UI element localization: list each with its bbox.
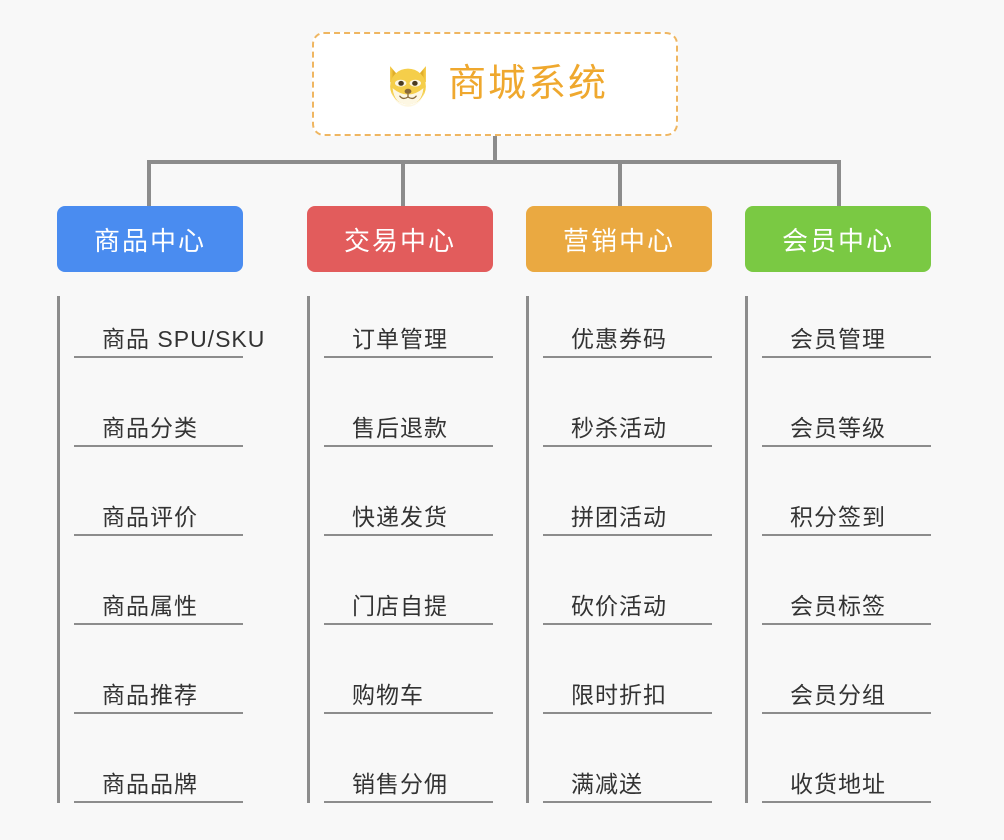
leaf-label: 订单管理: [352, 326, 448, 352]
connector-drop-3: [837, 160, 841, 206]
list-item[interactable]: 拼团活动: [543, 447, 712, 536]
leaf-label: 购物车: [352, 682, 424, 708]
shiba-dog-face-icon: [382, 58, 434, 110]
leaf-label: 商品推荐: [102, 682, 198, 708]
category-column-product: 商品中心 商品 SPU/SKU 商品分类 商品评价 商品属性 商品推荐 商品品牌: [57, 206, 264, 803]
root-node[interactable]: 商城系统: [312, 32, 678, 136]
list-item[interactable]: 会员管理: [762, 296, 931, 358]
category-header-label: 营销中心: [562, 225, 675, 256]
connector-drop-2: [618, 160, 622, 206]
list-item[interactable]: 会员分组: [762, 625, 931, 714]
leaf-label: 商品 SPU/SKU: [102, 326, 266, 352]
leaf-label: 积分签到: [790, 504, 886, 530]
list-item[interactable]: 满减送: [543, 714, 712, 803]
list-item[interactable]: 积分签到: [762, 447, 931, 536]
leaf-label: 会员标签: [790, 593, 886, 619]
list-item[interactable]: 砍价活动: [543, 536, 712, 625]
list-item[interactable]: 会员标签: [762, 536, 931, 625]
list-item[interactable]: 快递发货: [324, 447, 493, 536]
list-item[interactable]: 会员等级: [762, 358, 931, 447]
list-item[interactable]: 购物车: [324, 625, 493, 714]
connector-root-stem: [493, 136, 497, 163]
list-item[interactable]: 商品 SPU/SKU: [74, 296, 264, 358]
leaf-label: 收货地址: [790, 771, 886, 797]
list-item[interactable]: 商品品牌: [74, 714, 243, 803]
branch-trade: 订单管理 售后退款 快递发货 门店自提 购物车 销售分佣: [307, 296, 493, 803]
leaf-label: 快递发货: [352, 504, 448, 530]
branch-member: 会员管理 会员等级 积分签到 会员标签 会员分组 收货地址: [745, 296, 931, 803]
leaf-label: 商品品牌: [102, 771, 198, 797]
leaf-label: 拼团活动: [571, 504, 667, 530]
list-item[interactable]: 订单管理: [324, 296, 493, 358]
list-item[interactable]: 优惠券码: [543, 296, 712, 358]
list-item[interactable]: 商品评价: [74, 447, 243, 536]
list-item[interactable]: 秒杀活动: [543, 358, 712, 447]
list-item[interactable]: 收货地址: [762, 714, 931, 803]
leaf-label: 商品评价: [102, 504, 198, 530]
list-item[interactable]: 销售分佣: [324, 714, 493, 803]
leaf-label: 秒杀活动: [571, 415, 667, 441]
connector-bus: [149, 160, 841, 164]
leaf-label: 商品属性: [102, 593, 198, 619]
leaf-label: 会员管理: [790, 326, 886, 352]
leaf-label: 会员分组: [790, 682, 886, 708]
leaf-label: 砍价活动: [571, 593, 667, 619]
category-header-marketing[interactable]: 营销中心: [526, 206, 712, 272]
leaf-label: 商品分类: [102, 415, 198, 441]
leaf-label: 优惠券码: [571, 326, 667, 352]
category-header-member[interactable]: 会员中心: [745, 206, 931, 272]
leaf-label: 售后退款: [352, 415, 448, 441]
category-header-label: 商品中心: [93, 225, 206, 256]
category-column-member: 会员中心 会员管理 会员等级 积分签到 会员标签 会员分组 收货地址: [745, 206, 931, 803]
category-header-label: 交易中心: [343, 225, 456, 256]
category-column-trade: 交易中心 订单管理 售后退款 快递发货 门店自提 购物车 销售分佣: [307, 206, 493, 803]
list-item[interactable]: 商品推荐: [74, 625, 243, 714]
list-item[interactable]: 售后退款: [324, 358, 493, 447]
leaf-label: 满减送: [571, 771, 643, 797]
list-item[interactable]: 限时折扣: [543, 625, 712, 714]
leaf-label: 限时折扣: [571, 682, 667, 708]
branch-marketing: 优惠券码 秒杀活动 拼团活动 砍价活动 限时折扣 满减送: [526, 296, 712, 803]
leaf-label: 销售分佣: [352, 771, 448, 797]
connector-drop-0: [147, 160, 151, 206]
leaf-label: 门店自提: [352, 593, 448, 619]
leaf-label: 会员等级: [790, 415, 886, 441]
list-item[interactable]: 门店自提: [324, 536, 493, 625]
connector-drop-1: [401, 160, 405, 206]
category-header-product[interactable]: 商品中心: [57, 206, 243, 272]
category-header-label: 会员中心: [781, 225, 894, 256]
branch-product: 商品 SPU/SKU 商品分类 商品评价 商品属性 商品推荐 商品品牌: [57, 296, 264, 803]
category-column-marketing: 营销中心 优惠券码 秒杀活动 拼团活动 砍价活动 限时折扣 满减送: [526, 206, 712, 803]
list-item[interactable]: 商品属性: [74, 536, 243, 625]
root-label: 商城系统: [447, 63, 608, 105]
list-item[interactable]: 商品分类: [74, 358, 243, 447]
category-header-trade[interactable]: 交易中心: [307, 206, 493, 272]
